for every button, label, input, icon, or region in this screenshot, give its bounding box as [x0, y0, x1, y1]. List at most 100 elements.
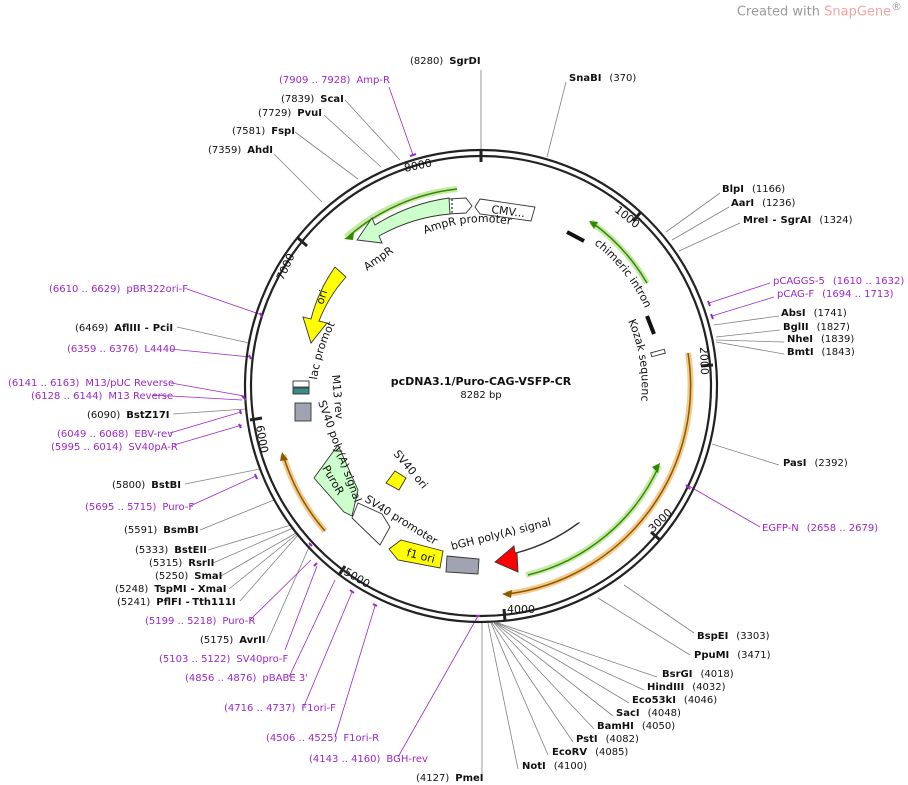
- primer-label: (5995 .. 6014)SV40pA-R: [51, 442, 178, 453]
- green-arrowhead-1: [344, 232, 354, 240]
- enzyme-label: (6090)BstZ17I: [87, 410, 170, 421]
- enzyme-label: (5175)AvrII: [200, 635, 266, 646]
- primer-label: (6049 .. 6068)EBV-rev: [57, 429, 173, 440]
- enzyme-label: (4127)PmeI: [416, 773, 484, 784]
- enzyme-lines: [172, 70, 785, 778]
- primer-label: (6128 .. 6144)M13 Reverse: [31, 391, 173, 402]
- green-arrowhead-3: [652, 463, 660, 473]
- enzyme-labels: (8280)SgrDI SnaBI(370) BlpI(1166) AarI(1…: [75, 56, 855, 784]
- sv40-box-small: [650, 348, 666, 358]
- sv40-ori-box: [385, 470, 407, 491]
- enzyme-label: BmtI(1843): [787, 347, 855, 358]
- enzyme-label: PpuMI(3471): [694, 650, 771, 661]
- m13-rev-label: M13 rev: [329, 374, 346, 420]
- tick-4000: 4000: [507, 603, 535, 616]
- snapgene-watermark: Created with SnapGene®: [737, 0, 902, 19]
- primer-labels: (7909 .. 7928)Amp-R pCAGGS-5(1610 .. 163…: [8, 75, 904, 765]
- puro-orange-arc: [280, 454, 328, 533]
- cag-promoter-arc-line: [348, 188, 458, 237]
- f1-ori-arrow: [388, 539, 444, 569]
- mruby2-arrow: [494, 522, 581, 573]
- enzyme-label: NotI(4100): [522, 761, 587, 772]
- watermark-mark: ®: [891, 0, 902, 13]
- intron-green-line: [593, 223, 648, 284]
- enzyme-label: AbsI(1741): [781, 308, 847, 319]
- primer-label: (4506 .. 4525)F1ori-R: [266, 733, 379, 744]
- primer-label: (4856 .. 4876)pBABE 3': [185, 673, 308, 684]
- enzyme-label: (5248)TspMI-XmaI: [115, 584, 227, 595]
- primer-label: (7909 .. 7928)Amp-R: [279, 75, 390, 86]
- puro-orange-line: [283, 457, 326, 532]
- sv40-promoter-arrow: [351, 502, 391, 546]
- orange-arrowhead-2: [280, 452, 288, 461]
- enzyme-label: (8280)SgrDI: [410, 56, 481, 67]
- enzyme-label: (7359)AhdI: [208, 145, 273, 156]
- primer-label: (4716 .. 4737)F1ori-F: [224, 703, 336, 714]
- enzyme-label: (5333)BstEII: [135, 545, 207, 556]
- puror-arrow: [313, 444, 359, 517]
- enzyme-label: (5591)BsmBI: [124, 525, 199, 536]
- enzyme-label: BamHI(4050): [597, 721, 675, 732]
- intron-green-arc: [589, 219, 650, 285]
- primer-marks: [238, 153, 714, 617]
- enzyme-label: BspEI(3303): [697, 631, 770, 642]
- bgh-label: bGH poly(A) signal: [450, 515, 553, 552]
- enzyme-label: PasI(2392): [783, 458, 848, 469]
- plasmid-length: 8282 bp: [460, 390, 501, 401]
- green-arrowhead-2: [589, 221, 598, 229]
- enzyme-label: MreI-SgrAI(1324): [743, 215, 853, 226]
- cmv-promoter-arrow: [474, 198, 536, 222]
- enzyme-label: BlpI(1166): [722, 184, 785, 195]
- primer-label: (6141 .. 6163)M13/pUC Reverse: [8, 378, 174, 389]
- ampr-promoter-arrow: [447, 197, 473, 215]
- ori-arrow: [302, 266, 347, 344]
- tick-8000: 8000: [403, 156, 433, 175]
- primer-label: EGFP-N(2658 .. 2679): [762, 523, 878, 534]
- enzyme-label: BglII(1827): [783, 322, 850, 333]
- enzyme-label: (7581)FspI: [232, 126, 295, 137]
- enzyme-label: SnaBI(370): [569, 73, 636, 84]
- enzyme-label: (7839)ScaI: [281, 94, 344, 105]
- enzyme-label: (5250)SmaI: [155, 571, 222, 582]
- lac-promoter-box: [292, 380, 310, 388]
- tick-2000: 2000: [697, 347, 711, 375]
- primer-label: (5103 .. 5122)SV40pro-F: [159, 654, 288, 665]
- vsfp-orange-line: [507, 352, 692, 595]
- enzyme-label: (5315)RsrII: [149, 558, 214, 569]
- enzyme-label: (7729)PvuI: [258, 108, 322, 119]
- enzyme-label: NheI(1839): [787, 334, 854, 345]
- orange-arrowhead-1: [502, 590, 512, 598]
- ampr-arrow: [356, 197, 451, 244]
- vsfp-green-line: [527, 465, 660, 576]
- primer-label: (5695 .. 5715)Puro-F: [85, 502, 194, 513]
- ampr-label: AmpR: [361, 244, 396, 274]
- enzyme-label: Eco53kI(4046): [632, 695, 717, 706]
- ori-label: ori: [313, 288, 330, 306]
- enzyme-label: (5800)BstBI: [112, 480, 181, 491]
- enzyme-label: (6469)AflIII-PciI: [75, 323, 173, 334]
- enzyme-label: (5241)PflFI-Tth111I: [117, 597, 236, 608]
- primer-lines: [152, 86, 775, 758]
- enzyme-label: SacI(4048): [616, 708, 681, 719]
- enzyme-label: PstI(4082): [576, 734, 639, 745]
- features: [292, 197, 666, 575]
- primer-label: pCAGGS-5(1610 .. 1632): [773, 276, 904, 287]
- scale-ticks: [249, 150, 714, 622]
- primer-label: (4143 .. 4160)BGH-rev: [309, 754, 428, 765]
- intron-markers: [566, 230, 656, 335]
- cmv-label: CMV...: [491, 203, 526, 220]
- watermark-brand: SnapGene: [824, 4, 892, 20]
- primer-label: pCAG-F(1694 .. 1713): [777, 289, 894, 300]
- enzyme-label: HindIII(4032): [647, 682, 726, 693]
- watermark-prefix: Created with: [736, 4, 825, 20]
- bgh-polya: [445, 555, 480, 575]
- primer-label: (5199 .. 5218)Puro-R: [145, 616, 255, 627]
- m13-rev-box: [292, 387, 310, 395]
- enzyme-label: EcoRV(4085): [552, 747, 628, 758]
- plasmid-name: pcDNA3.1/Puro-CAG-VSFP-CR: [391, 375, 572, 388]
- primer-label: (6610 .. 6629)pBR322ori-F: [49, 284, 188, 295]
- enzyme-label: AarI(1236): [731, 198, 795, 209]
- enzyme-label: BsrGI(4018): [662, 669, 734, 680]
- primer-label: (6359 .. 6376)L4440: [67, 344, 175, 355]
